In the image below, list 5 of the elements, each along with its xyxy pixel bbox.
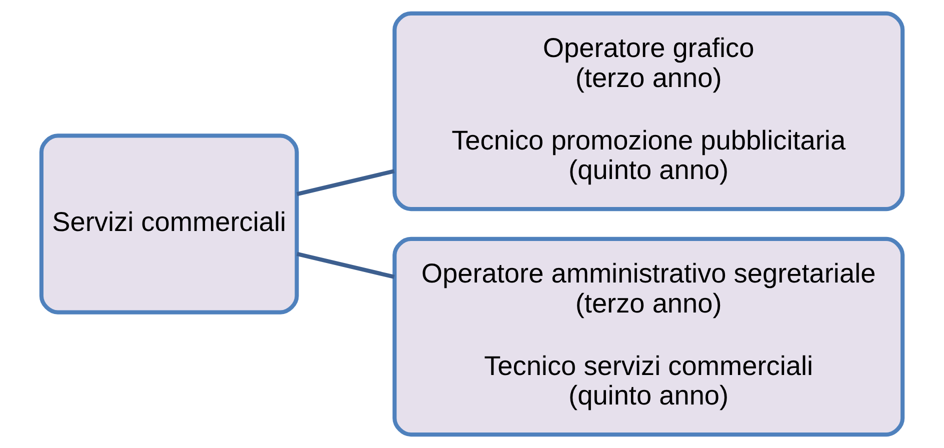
connector — [296, 169, 395, 196]
node-box: Servizi commerciali — [39, 134, 299, 314]
connector — [296, 252, 395, 279]
node-box: Operatore grafico (terzo anno) Tecnico promozione pubblicitaria (quinto anno) — [392, 11, 905, 212]
node-box: Operatore amministrativo segretariale (terzo anno) Tecnico servizi commerciali (quinto anno) — [392, 236, 905, 437]
